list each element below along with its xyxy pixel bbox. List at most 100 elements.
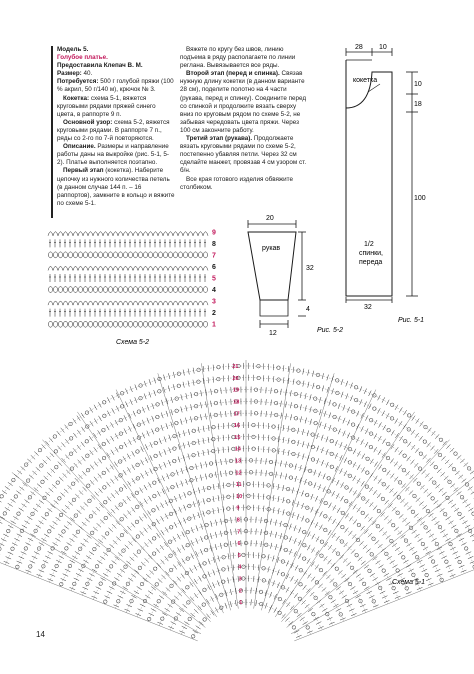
model-number: Модель 5.	[57, 46, 89, 53]
stitch-tall	[0, 543, 5, 546]
stitch-tall	[217, 423, 220, 430]
stitch-arch	[72, 300, 79, 306]
stitch-tall	[380, 512, 385, 517]
stitch-tall	[212, 569, 216, 576]
stitch-loop	[356, 522, 361, 528]
stitch-loop	[84, 410, 90, 415]
stitch-puff	[138, 286, 143, 293]
stitch-puff	[198, 251, 203, 259]
stitch-loop	[351, 409, 356, 414]
stitch-arch	[102, 266, 109, 271]
stitch-tall	[200, 390, 202, 397]
stitch-tall	[157, 621, 163, 625]
scheme-5-2-row-number: 4	[212, 287, 216, 294]
stitch-tall	[122, 469, 127, 476]
stitch-tall	[41, 516, 47, 521]
stitch-tall	[189, 581, 194, 587]
stitch-loop	[27, 495, 32, 500]
stitch-tall	[383, 573, 390, 577]
stitch-tall	[72, 533, 78, 538]
stitch-tall	[384, 515, 389, 521]
stitch-tall	[207, 377, 210, 384]
stitch-loop	[71, 497, 77, 502]
stitch-loop	[123, 564, 128, 569]
stitch-tall	[18, 556, 25, 560]
stitch-tall	[156, 562, 162, 568]
stitch-tall	[448, 499, 454, 504]
stitch-tall	[394, 476, 399, 482]
stitch-tall	[212, 582, 216, 588]
stitch-tall	[153, 390, 156, 396]
stitch-tall	[277, 436, 280, 443]
stitch-tall	[363, 388, 367, 394]
stitch-tall	[35, 467, 41, 472]
stitch-loop	[266, 507, 271, 512]
scheme-5-1-row-number: 16	[234, 423, 240, 429]
scheme-5-1-row-arc	[148, 554, 344, 622]
stitch-tall	[315, 495, 318, 502]
stitch-tall	[65, 454, 70, 460]
stitch-tall	[265, 458, 267, 465]
stitch-tall	[408, 490, 414, 495]
stitch-tall	[322, 486, 326, 493]
stitch-tall	[80, 412, 85, 419]
stitch-tall	[343, 470, 347, 477]
stitch-tall	[406, 456, 411, 462]
stitch-loop	[174, 408, 179, 413]
stitch-puff	[63, 251, 68, 259]
stitch-tall	[123, 441, 128, 448]
stitch-tall	[435, 434, 440, 439]
stitch-loop	[261, 554, 266, 559]
stitch-tall	[340, 482, 344, 488]
stitch-arch	[87, 231, 94, 236]
stitch-tall	[136, 586, 142, 590]
stitch-loop	[391, 586, 396, 591]
stitch-arch	[77, 266, 84, 271]
stitch-tall	[293, 538, 297, 544]
stitch-loop	[361, 496, 366, 501]
stitch-tall	[182, 603, 188, 609]
stitch-arch	[97, 266, 104, 271]
stitch-loop	[302, 543, 307, 548]
stitch-arch	[177, 231, 184, 236]
stitch-tall	[355, 573, 361, 578]
stitch-tall	[291, 499, 295, 506]
stitch-tall	[301, 490, 304, 497]
rapport-line	[253, 363, 291, 609]
stitch-arch	[117, 300, 124, 306]
stitch-tall	[365, 428, 369, 435]
stitch-tall	[298, 553, 302, 559]
stitch-loop	[319, 539, 324, 544]
stitch-tall	[220, 530, 222, 537]
stitch-arch	[197, 266, 204, 271]
stitch-tall	[164, 608, 170, 612]
stitch-tall	[445, 564, 452, 568]
stitch-tall	[235, 540, 237, 547]
stitch-tall	[185, 478, 188, 485]
stitch-tall	[431, 538, 437, 542]
stitch-puff	[133, 251, 138, 259]
stitch-tall	[398, 450, 403, 456]
stitch-tall	[458, 537, 465, 542]
stitch-tall	[198, 621, 204, 626]
stitch-tall	[0, 516, 5, 520]
stitch-puff	[68, 320, 73, 328]
stitch-loop	[382, 467, 387, 472]
stitch-loop	[354, 398, 359, 403]
stitch-tall	[215, 471, 217, 478]
stitch-tall	[282, 598, 286, 605]
stitch-tall	[140, 473, 144, 479]
stitch-tall	[92, 510, 97, 515]
stitch-tall	[411, 551, 418, 555]
stitch-tall	[148, 554, 153, 560]
stitch-puff	[93, 320, 98, 328]
stitch-tall	[281, 613, 286, 619]
stitch-loop	[286, 499, 291, 504]
stitch-loop	[407, 413, 412, 418]
stitch-tall	[52, 521, 58, 525]
stitch-tall	[227, 446, 229, 453]
stitch-loop	[291, 427, 296, 432]
stitch-tall	[58, 555, 65, 559]
stitch-tall	[336, 479, 340, 486]
stitch-loop	[313, 408, 318, 413]
